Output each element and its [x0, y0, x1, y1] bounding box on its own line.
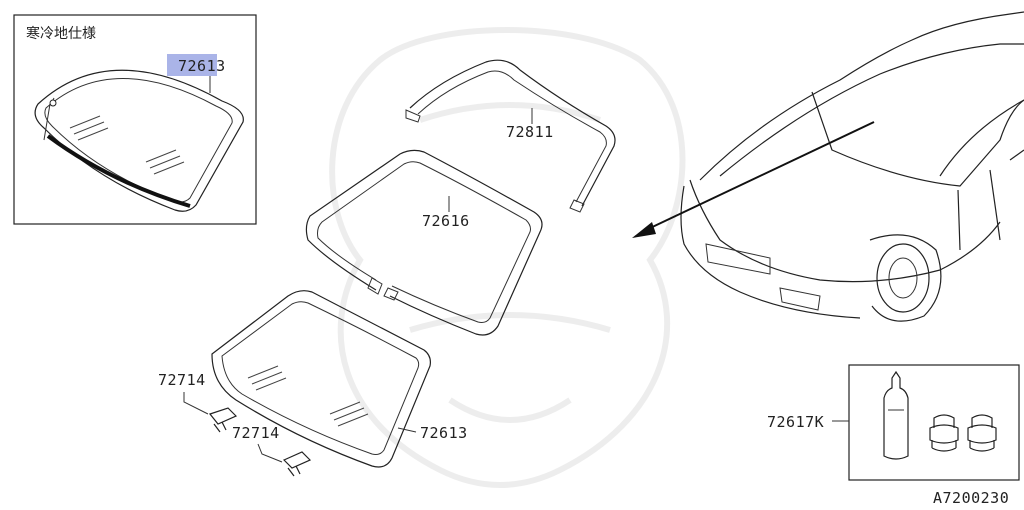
arrow-shaft — [645, 121, 875, 231]
glass-hatch — [247, 365, 369, 427]
label-72616[interactable]: 72616 — [422, 212, 470, 230]
leader-72714-b — [257, 443, 283, 463]
frame-outer — [305, 149, 543, 336]
highlight-box — [167, 54, 217, 76]
car-illustration — [680, 11, 1024, 322]
leader-72714-a — [183, 392, 209, 415]
inset-frame — [13, 14, 257, 225]
part-72714-clip-b: 72714 — [232, 424, 312, 477]
part-72617K-kit: 72617K — [767, 364, 1020, 481]
heater-connector — [49, 99, 57, 107]
pointer-arrow — [632, 121, 875, 238]
primer-jar-1 — [929, 414, 959, 452]
car-fog-lamp — [779, 287, 821, 311]
glass-outer — [211, 290, 431, 468]
frame-inner — [317, 161, 531, 323]
adhesive-bottle — [883, 370, 909, 460]
part-72613-glass: 72613 — [211, 290, 468, 468]
inset-part-label[interactable]: 72613 — [178, 57, 226, 75]
car-windshield-top — [719, 43, 1024, 177]
arrow-head — [632, 222, 656, 238]
car-grille — [705, 243, 771, 275]
inset-title: 寒冷地仕様 — [26, 25, 96, 42]
cold-climate-inset: 寒冷地仕様 72613 — [13, 14, 257, 225]
car-a-pillar — [939, 99, 1024, 177]
clip-b-shape — [282, 451, 312, 477]
diagram-code: A7200230 — [933, 489, 1009, 507]
car-roof-line — [699, 11, 1024, 181]
part-72811-molding: 72811 — [405, 59, 616, 213]
glass-inner — [221, 301, 420, 455]
heater-element — [46, 134, 191, 208]
car-hood-line — [689, 179, 1001, 283]
part-72616-frame: 72616 — [305, 149, 543, 336]
label-72714-a[interactable]: 72714 — [158, 371, 206, 389]
car-wheel — [876, 243, 930, 313]
part-72714-clip-a: 72714 — [158, 371, 238, 433]
car-door-lines — [957, 149, 1024, 251]
watermark-emblem — [329, 27, 686, 488]
molding-outer — [409, 59, 616, 207]
car-wheel-hub — [888, 257, 918, 299]
leader-72613 — [397, 427, 417, 433]
inset-glass-inner — [44, 78, 233, 203]
label-72613[interactable]: 72613 — [420, 424, 468, 442]
label-72811[interactable]: 72811 — [506, 123, 554, 141]
car-windshield-bottom — [811, 91, 1024, 187]
primer-jar-2 — [967, 414, 997, 452]
molding-ends — [405, 109, 585, 213]
car-bumper — [680, 185, 861, 319]
car-wheel-arch — [869, 234, 942, 322]
frame-gap — [367, 277, 399, 301]
clip-a-shape — [208, 407, 238, 433]
label-72617K[interactable]: 72617K — [767, 413, 824, 431]
label-72714-b[interactable]: 72714 — [232, 424, 280, 442]
inset-glass-outer — [34, 69, 244, 212]
molding-inner — [417, 70, 607, 203]
inset-glass-hatch — [69, 115, 185, 175]
